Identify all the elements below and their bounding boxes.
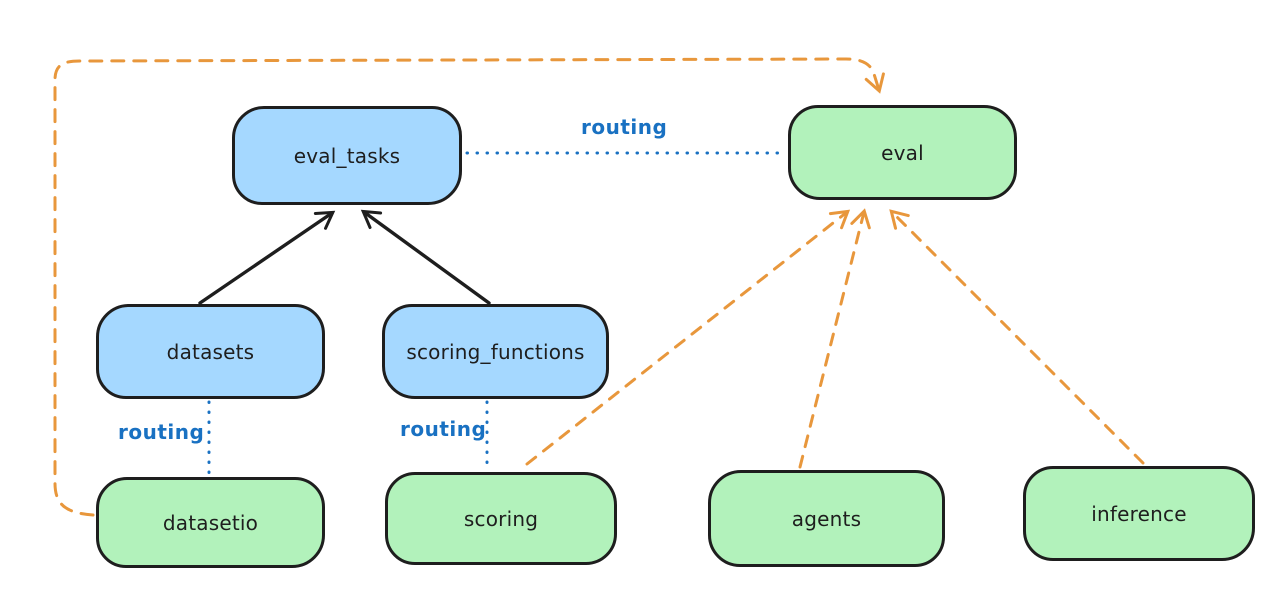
node-datasetio-label: datasetio — [162, 510, 259, 535]
edge-scoring-to-eval — [525, 209, 851, 466]
edge-label-routing-datasets: routing — [118, 420, 205, 444]
edge-label-routing-top: routing — [581, 115, 668, 139]
node-scoring-functions: scoring_functions — [382, 304, 609, 399]
node-scoring-functions-label: scoring_functions — [406, 339, 585, 364]
node-datasets: datasets — [96, 304, 325, 399]
node-eval-tasks-label: eval_tasks — [293, 143, 401, 168]
edge-label-routing-scoring: routing — [400, 417, 487, 441]
node-agents-label: agents — [791, 506, 862, 531]
node-datasetio: datasetio — [96, 477, 325, 568]
node-eval: eval — [788, 105, 1017, 200]
node-eval-tasks: eval_tasks — [232, 106, 462, 205]
edge-datasets-to-eval_tasks — [198, 210, 336, 305]
node-scoring: scoring — [385, 472, 617, 565]
node-agents: agents — [708, 470, 945, 567]
edge-datasetio-to-eval-around — [53, 57, 885, 517]
node-inference-label: inference — [1091, 501, 1187, 526]
node-datasets-label: datasets — [166, 339, 255, 364]
edge-scoring_functions-to-eval_tasks — [360, 209, 491, 305]
node-scoring-label: scoring — [463, 506, 539, 531]
edge-agents-to-eval — [798, 208, 871, 469]
edge-inference-to-eval — [889, 209, 1145, 465]
node-inference: inference — [1023, 466, 1255, 561]
node-eval-label: eval — [881, 140, 924, 165]
